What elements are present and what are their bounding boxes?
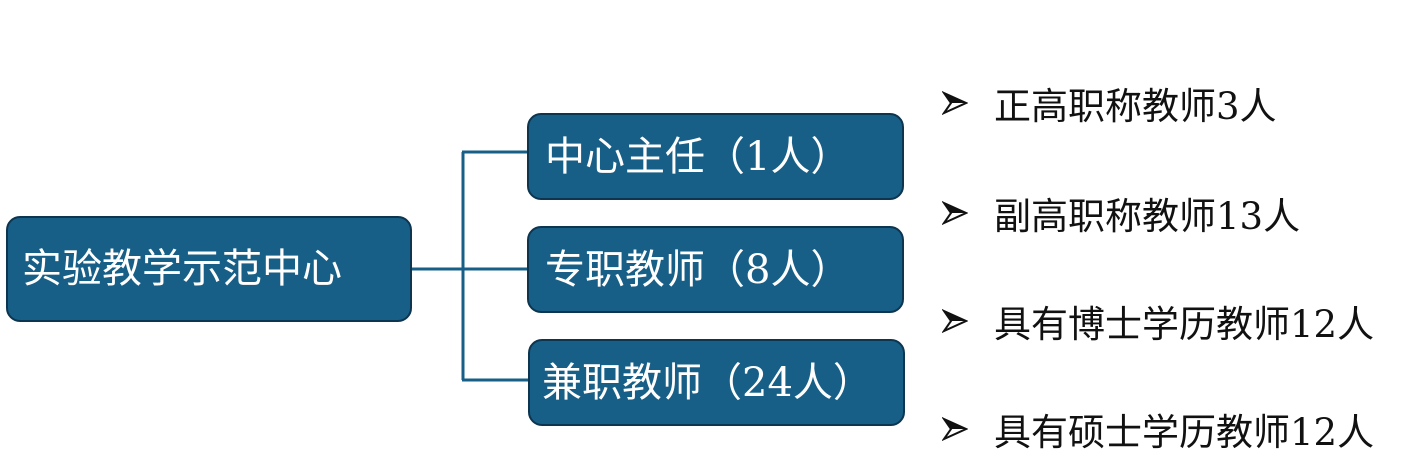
bullet-item: 具有硕士学历教师12人 (942, 401, 1374, 457)
arrow-bullet-icon (942, 83, 994, 123)
arrow-bullet-icon (942, 409, 994, 449)
root-node-demo-center: 实验教学示范中心 (6, 216, 412, 322)
root-node-label: 实验教学示范中心 (22, 246, 342, 292)
bullet-text: 副高职称教师13人 (994, 195, 1301, 238)
bullet-text: 具有硕士学历教师12人 (994, 411, 1375, 454)
child-node-parttime-teachers: 兼职教师（24人） (528, 339, 905, 426)
bullet-text: 具有博士学历教师12人 (994, 303, 1375, 346)
child-node-label: 中心主任（1人） (545, 133, 851, 180)
bullet-item: 具有博士学历教师12人 (942, 293, 1374, 349)
arrow-bullet-icon (942, 301, 994, 341)
child-node-fulltime-teachers: 专职教师（8人） (527, 226, 904, 313)
child-node-label: 专职教师（8人） (545, 246, 851, 293)
bullet-item: 副高职称教师13人 (942, 185, 1300, 241)
bullet-item: 正高职称教师3人 (942, 75, 1277, 131)
bullet-text: 正高职称教师3人 (994, 85, 1277, 128)
child-node-label: 兼职教师（24人） (542, 359, 873, 406)
arrow-bullet-icon (942, 193, 994, 233)
child-node-center-director: 中心主任（1人） (527, 113, 904, 200)
